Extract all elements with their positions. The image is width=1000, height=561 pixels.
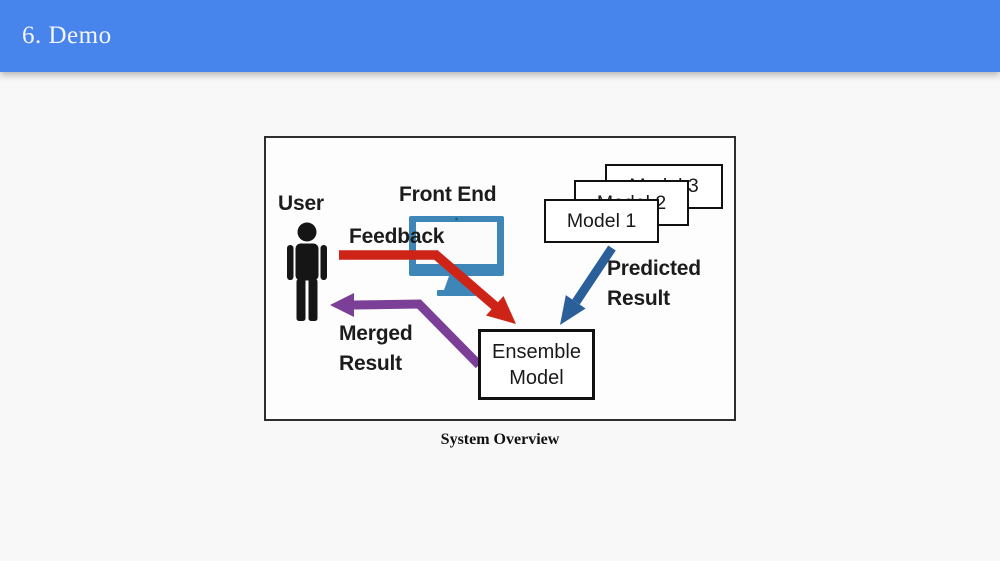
diagram-arrows: [330, 245, 616, 369]
user-person-icon: [287, 222, 327, 321]
feedback-label: Feedback: [349, 225, 445, 248]
ensemble-model-label: Ensemble Model: [492, 340, 581, 389]
merged-result-arrow: [330, 293, 483, 369]
predicted-result-arrow: [560, 245, 616, 325]
user-label: User: [278, 192, 324, 215]
ensemble-model-box: Ensemble Model: [478, 329, 595, 400]
diagram-caption: System Overview: [440, 431, 560, 448]
system-overview-diagram: User Front End: [264, 136, 736, 421]
model-1-box: Model 1: [544, 199, 659, 243]
merged-result-label: Merged Result: [339, 322, 413, 375]
feedback-arrow: [339, 250, 516, 324]
front-end-label: Front End: [399, 183, 497, 206]
model-1-label: Model 1: [566, 209, 637, 232]
predicted-result-label: Predicted Result: [607, 257, 701, 310]
slide-title: 6. Demo: [22, 22, 112, 49]
slide-header: 6. Demo: [0, 0, 1000, 72]
